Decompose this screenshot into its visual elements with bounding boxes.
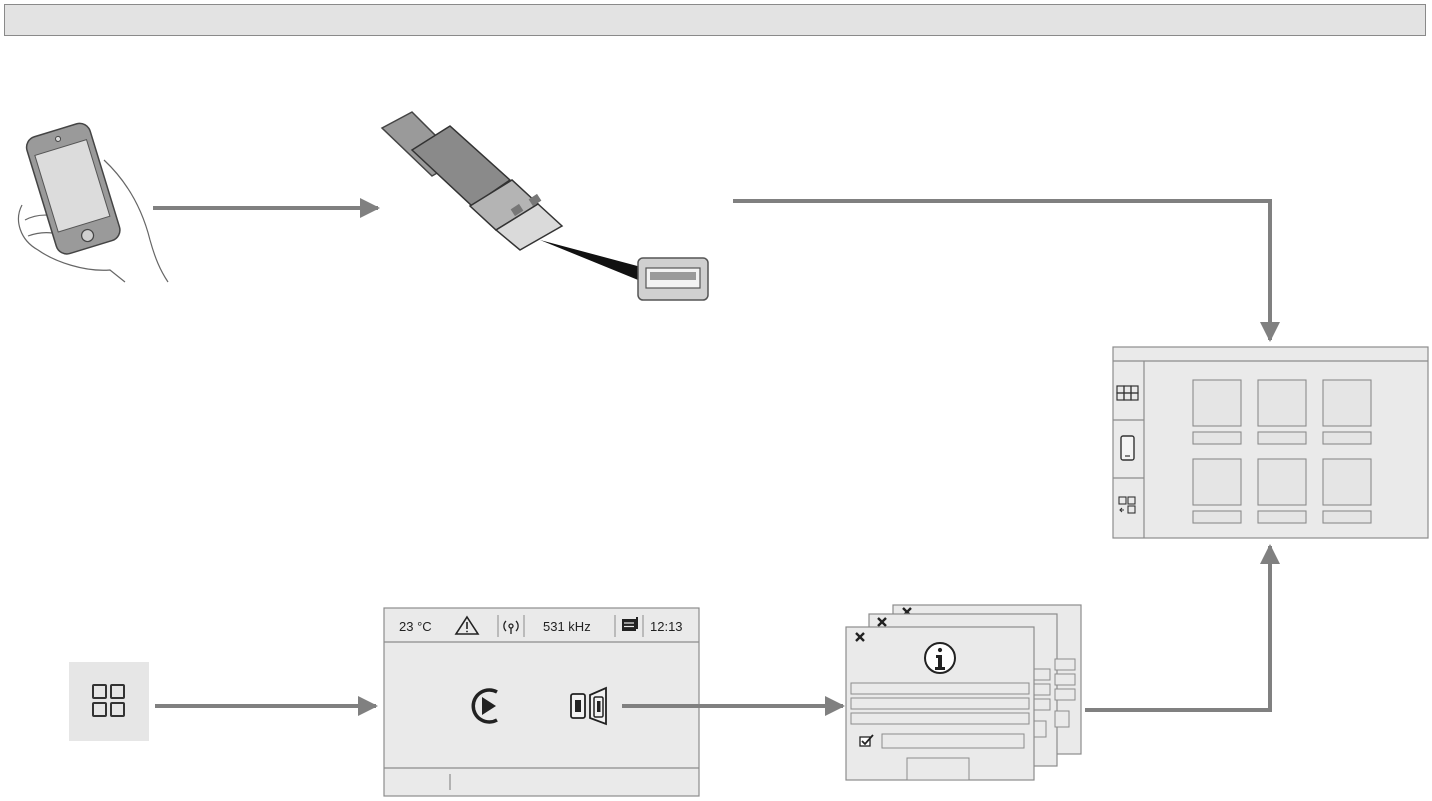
smartphone-in-hand-icon	[17, 122, 169, 283]
checkbox-icon[interactable]	[859, 734, 874, 747]
arrow-usb-to-display	[733, 199, 1280, 342]
usb-plug-icon	[380, 111, 564, 251]
messages-icon	[622, 617, 638, 631]
apps-grid-icon[interactable]	[1116, 385, 1139, 401]
phone-mirroring-screen	[1112, 346, 1429, 539]
header-bar	[4, 4, 1426, 36]
phone-icon[interactable]	[1120, 435, 1135, 461]
play-circle-icon[interactable]	[471, 688, 498, 724]
clock-readout: 12:13	[650, 619, 683, 634]
home-screen	[383, 607, 700, 797]
warning-icon	[454, 615, 480, 635]
swap-screens-icon[interactable]	[1118, 496, 1136, 514]
apps-grid-icon	[92, 684, 125, 717]
app-tile-grid[interactable]	[1192, 379, 1372, 524]
frequency-readout: 531 kHz	[543, 619, 591, 634]
arrow-info-to-display	[1085, 544, 1280, 712]
close-icon[interactable]	[855, 632, 865, 642]
temperature-readout: 23 °C	[399, 619, 432, 634]
usb-port-icon	[637, 257, 709, 301]
radio-broadcast-icon	[503, 620, 519, 634]
close-icon	[877, 617, 887, 627]
mirror-screen-icon[interactable]	[570, 686, 607, 726]
apps-menu-button[interactable]	[69, 662, 149, 741]
info-icon	[924, 642, 956, 674]
info-window-stack	[845, 604, 1082, 781]
pointer-wedge	[540, 240, 645, 282]
